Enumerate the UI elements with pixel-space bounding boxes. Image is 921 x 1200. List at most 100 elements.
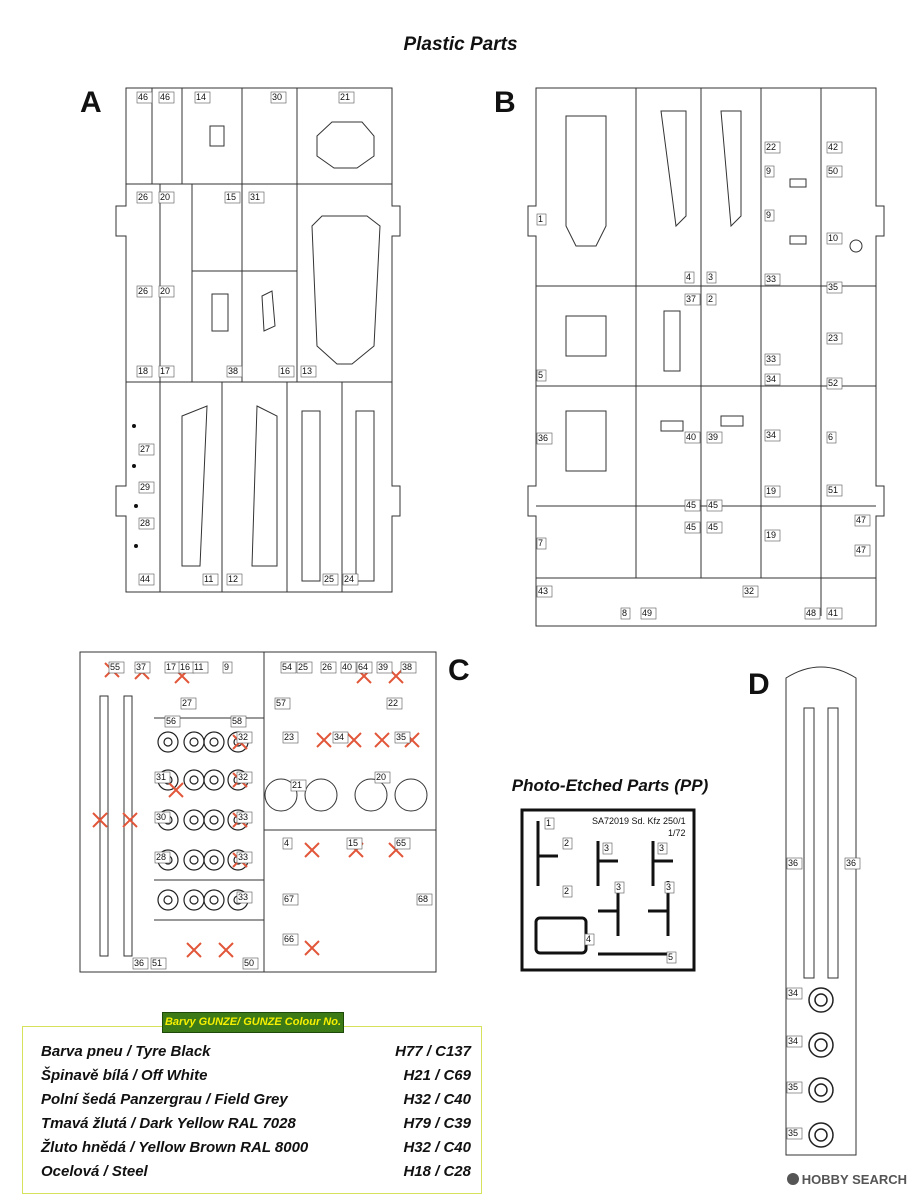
sprue-a-label-box <box>270 91 287 104</box>
wheel-hub <box>163 895 173 905</box>
sprue-a-label-box <box>138 443 155 456</box>
wheel-hub <box>209 895 219 905</box>
sprue-a-label-box <box>158 365 175 378</box>
sprue-c-part-label: 66 <box>284 934 294 944</box>
unused-part-cross <box>122 812 138 828</box>
wheel-part <box>203 849 225 871</box>
sprue-b-part-label: 3 <box>708 272 713 282</box>
colour-code: H21 / C69 <box>403 1067 471 1084</box>
sprue-c-label-box <box>386 697 403 710</box>
sprue-a-part-label: 26 <box>138 286 148 296</box>
sprue-a-part-label: 44 <box>140 574 150 584</box>
sprue-a-label-box <box>158 91 175 104</box>
wheel-hub <box>209 855 219 865</box>
sprue-a-label-box <box>278 365 295 378</box>
wheel-part <box>203 889 225 911</box>
pe-part-label: 3 <box>604 843 609 853</box>
sprue-a-label-box <box>136 91 153 104</box>
sprue-b-label-box <box>742 585 759 598</box>
sprue-b-label-box <box>854 544 871 557</box>
sprue-a-label-box <box>158 191 175 204</box>
sprue-c-part-label: 22 <box>388 698 398 708</box>
sprue-b-part-label: 10 <box>828 233 838 243</box>
pe-scale: 1/72 <box>668 828 686 838</box>
sprue-b-part-label: 7 <box>538 538 543 548</box>
sprue-d-part-label: 34 <box>788 1036 798 1046</box>
sprue-c-label-box <box>340 661 357 674</box>
pe-label-box <box>562 885 573 898</box>
sprue-b-label-box <box>826 141 843 154</box>
pe-part-label: 1 <box>546 818 551 828</box>
sprue-c-part-label: 31 <box>156 772 166 782</box>
pe-title: Photo-Etched Parts (PP) <box>511 776 709 795</box>
sprue-c-label-box <box>154 851 171 864</box>
sprue-c-part-label: 33 <box>238 812 248 822</box>
wheel-part <box>203 731 225 753</box>
sprue-a-part-label: 21 <box>340 92 350 102</box>
sprue-a-label-box <box>158 285 175 298</box>
sprue-c-part-label: 56 <box>166 716 176 726</box>
wheel-hub <box>189 855 199 865</box>
sprue-c-label-box <box>236 851 253 864</box>
sprue-c-label-box <box>180 697 197 710</box>
sprue-c-part-label: 23 <box>284 732 294 742</box>
sprue-b-label-box <box>826 484 843 497</box>
sprue-c-part-label: 54 <box>282 662 292 672</box>
sprue-c-part-label: 33 <box>238 852 248 862</box>
sprue-b-label-box <box>536 432 553 445</box>
sprue-c-part-label: 4 <box>284 838 289 848</box>
watermark-text: HOBBY SEARCH <box>801 1172 907 1187</box>
sprue-b-part-label: 51 <box>828 485 838 495</box>
sprue-c-label-box <box>282 933 299 946</box>
sprue-c-label-box <box>108 661 125 674</box>
sprue-c-part-label: 35 <box>396 732 406 742</box>
sprue-b-part-label: 43 <box>538 586 548 596</box>
wheel-hub <box>189 775 199 785</box>
sprue-c-label-box <box>236 771 253 784</box>
watermark: HOBBY SEARCH <box>786 1172 907 1187</box>
pe-part-label: 3 <box>616 882 621 892</box>
pe-code: SA72019 Sd. Kfz 250/1 <box>592 816 686 826</box>
sprue-b-part-label: 42 <box>828 142 838 152</box>
sprue-b-part-label: 32 <box>744 586 754 596</box>
sprue-a-part-label: 13 <box>302 366 312 376</box>
sprue-c-part-label: 34 <box>334 732 344 742</box>
sprue-b-part-label: 34 <box>766 374 776 384</box>
page-title: Plastic Parts <box>403 34 518 55</box>
sprue-b-label-box <box>764 373 781 386</box>
sprue-b-label-box <box>826 165 843 178</box>
sprue-a-part-label: 38 <box>228 366 238 376</box>
sprue-a-part-label: 24 <box>344 574 354 584</box>
wheel-part <box>183 809 205 831</box>
colour-code: H77 / C137 <box>395 1043 471 1060</box>
unused-part-cross <box>374 732 390 748</box>
sprue-a-label-box <box>224 191 241 204</box>
sprue-a-part-label: 46 <box>160 92 170 102</box>
sprue-b-label-box <box>826 281 843 294</box>
sprue-c-part-label: 50 <box>244 958 254 968</box>
sprue-b-label-box <box>706 271 717 284</box>
sprue-b-label-box <box>764 485 781 498</box>
sprue-a-label-box <box>136 285 153 298</box>
sprue-c-part-label: 51 <box>152 958 162 968</box>
sprue-a-part-label: 29 <box>140 482 150 492</box>
pe-part-label: 2 <box>564 838 569 848</box>
wheel-part <box>183 731 205 753</box>
sprue-b-part-label: 39 <box>708 432 718 442</box>
pe-label-box <box>666 951 677 964</box>
sprue-b-part-label: 36 <box>538 433 548 443</box>
sprue-a-part-label: 11 <box>204 574 213 584</box>
sprue-b-label-box <box>764 209 775 222</box>
unused-part-cross <box>346 732 362 748</box>
sprue-a-label-box <box>138 517 155 530</box>
sprue-b-label-box <box>764 273 781 286</box>
sprue-b-part-label: 2 <box>708 294 713 304</box>
sprue-c-part-label: 58 <box>232 716 242 726</box>
unused-part-cross <box>218 942 234 958</box>
wheel-hub <box>209 815 219 825</box>
pe-part-label: 3 <box>666 882 671 892</box>
sprue-b-label-box <box>764 165 775 178</box>
